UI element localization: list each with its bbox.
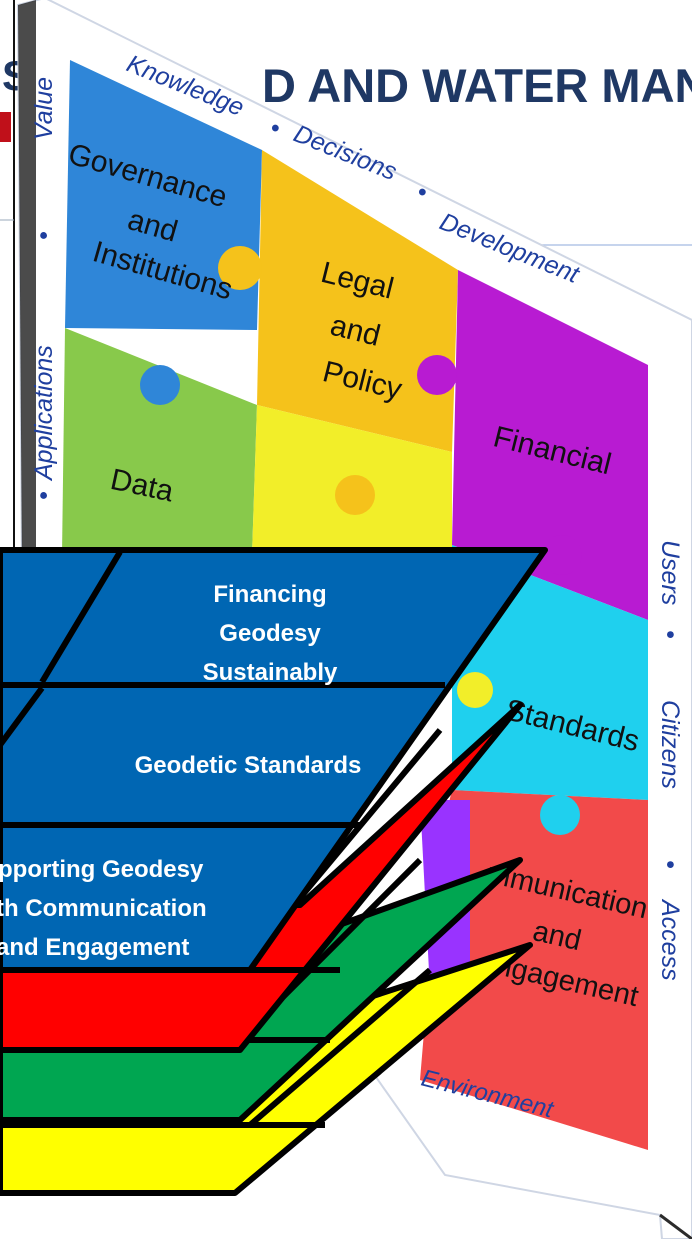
puzzle-knob bbox=[140, 365, 180, 405]
puzzle-knob bbox=[457, 672, 493, 708]
puzzle-data bbox=[62, 328, 257, 555]
puzzle-knob bbox=[218, 246, 262, 290]
left-red-bar bbox=[0, 112, 11, 142]
layer-blue-diagonal-2 bbox=[0, 686, 45, 747]
frame-right-dot: • bbox=[656, 630, 684, 639]
frame-left-dot: • bbox=[30, 231, 58, 240]
frame-right-access: Access bbox=[656, 898, 684, 981]
puzzle-financial bbox=[452, 270, 648, 620]
layer-stack bbox=[0, 547, 548, 1196]
puzzle-knob bbox=[542, 535, 582, 575]
frame-right-users: Users bbox=[656, 540, 684, 605]
frame-left-dot-2: • bbox=[30, 491, 58, 500]
banner-title: D AND WATER MANAG bbox=[262, 59, 692, 112]
layer-communication-2: th Communication bbox=[0, 895, 207, 922]
board-left-edge bbox=[18, 0, 36, 575]
banner: D AND WATER MANAG bbox=[200, 28, 692, 246]
layer-yellow-diagonal bbox=[248, 967, 432, 1128]
layer-communication-1: pporting Geodesy bbox=[0, 856, 204, 883]
layer-financing-1: Financing bbox=[213, 581, 326, 608]
puzzle-knob bbox=[417, 355, 457, 395]
layer-labels: Financing Geodesy Sustainably Geodetic S… bbox=[0, 581, 361, 961]
puzzle-governance bbox=[65, 60, 262, 330]
frame-left-applications: Applications bbox=[30, 345, 58, 482]
layer-financing-2: Geodesy bbox=[219, 620, 321, 647]
puzzle-legal bbox=[257, 150, 458, 452]
layer-blue bbox=[0, 547, 548, 973]
layer-standards-label: Geodetic Standards bbox=[135, 752, 362, 779]
frame-left-value: Value bbox=[30, 77, 58, 140]
layer-financing-3: Sustainably bbox=[203, 659, 338, 686]
puzzle-knob bbox=[540, 795, 580, 835]
layer-communication-3: and Engagement bbox=[0, 934, 189, 961]
puzzle-knob bbox=[335, 475, 375, 515]
layer-blue-diagonal-1 bbox=[39, 550, 123, 684]
frame-right-citizens: Citizens bbox=[656, 700, 684, 789]
frame-right-dot-2: • bbox=[656, 860, 684, 869]
